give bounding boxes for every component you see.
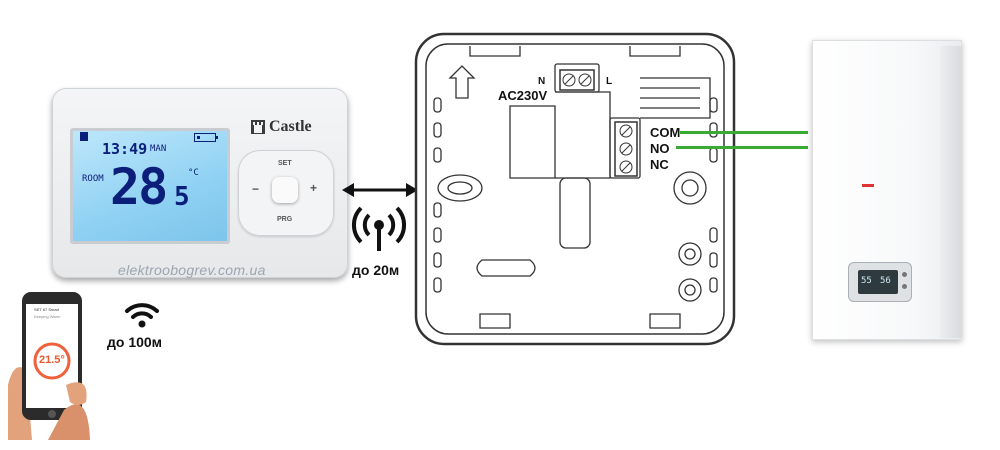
brand-name: Castle: [269, 118, 312, 135]
watermark: elektroobogrev.com.ua: [118, 262, 266, 278]
wifi-icon: [125, 303, 159, 328]
wire-com: [680, 131, 808, 134]
boiler-button[interactable]: [902, 284, 907, 289]
app-temperature: 21.5°: [39, 354, 65, 366]
app-subtitle: Keeping Warm: [34, 314, 61, 319]
boiler-display: 55 56: [858, 270, 898, 294]
boiler-display-right: 56: [880, 276, 891, 286]
terminal-n-label: N: [538, 76, 546, 87]
set-label: SET: [278, 160, 292, 167]
battery-icon: [194, 133, 218, 142]
control-pad: SET − + PRG: [238, 150, 334, 236]
power-terminal-block: [559, 69, 595, 91]
lcd-mode: MAN: [150, 144, 167, 154]
castle-icon: [251, 120, 265, 134]
plus-button[interactable]: +: [310, 181, 318, 195]
relay-terminal-block: [614, 121, 638, 177]
power-label: AC230V: [498, 88, 548, 103]
lcd-time: 13:49: [102, 140, 148, 158]
boiler-side-panel: [940, 46, 962, 338]
lcd-temperature: 28: [110, 158, 168, 216]
terminal-nc-label: NC: [650, 157, 669, 172]
terminal-com-label: COM: [650, 125, 681, 140]
boiler-display-left: 55: [861, 276, 872, 286]
smartphone: SET 67 Smart Keeping Warm 21.5°: [8, 290, 90, 440]
boiler-logo: [862, 182, 876, 190]
hand-phone-illustration: [8, 292, 90, 440]
double-arrow-icon: [342, 183, 418, 197]
center-button[interactable]: [272, 177, 298, 203]
terminal-l-label: L: [606, 76, 613, 87]
wireless-thermostat: 13:49 MAN ROOM 28 5 °C Castle SET − + PR…: [52, 88, 348, 278]
receiver-unit: [414, 32, 736, 346]
prg-label: PRG: [277, 216, 293, 223]
lcd-unit: °C: [188, 168, 199, 178]
lcd-display: 13:49 MAN ROOM 28 5 °C: [70, 128, 230, 244]
minus-button[interactable]: −: [252, 182, 260, 196]
app-title: SET 67 Smart: [34, 307, 60, 312]
wire-no: [676, 146, 808, 149]
rf-range-label: до 20м: [352, 262, 400, 278]
wifi-range-label: до 100м: [107, 334, 163, 350]
lock-icon: [80, 132, 88, 141]
antenna-signal-icon: [351, 206, 407, 251]
boiler-control-panel: 55 56: [848, 262, 912, 302]
terminal-no-label: NO: [650, 141, 670, 156]
gas-boiler: 55 56: [812, 40, 962, 340]
boiler-button[interactable]: [902, 272, 907, 277]
lcd-room-label: ROOM: [82, 174, 104, 184]
lcd-temperature-decimal: 5: [174, 182, 190, 212]
brand-logo: Castle: [250, 118, 312, 136]
